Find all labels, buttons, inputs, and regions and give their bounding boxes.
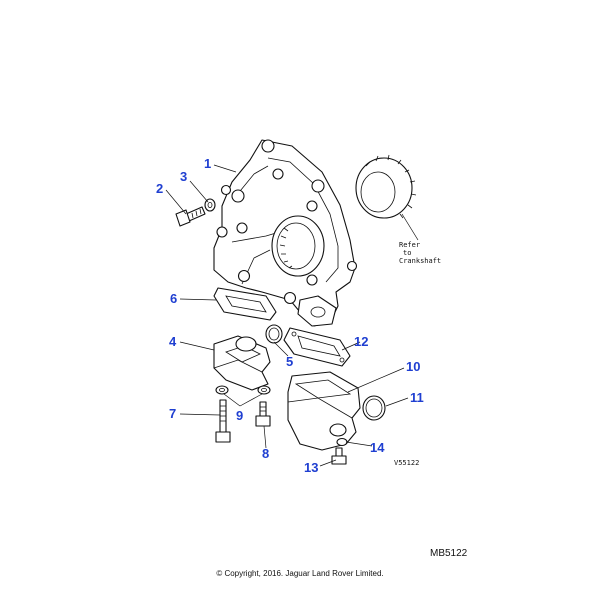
bolt-part-7 <box>215 399 231 443</box>
callout-14: 14 <box>370 440 385 455</box>
callout-12: 12 <box>354 334 368 349</box>
callout-3: 3 <box>180 169 187 184</box>
callout-6: 6 <box>170 291 177 306</box>
callout-2: 2 <box>156 181 163 196</box>
callout-1: 1 <box>204 156 211 171</box>
callout-5: 5 <box>286 354 293 369</box>
callout-4: 4 <box>169 334 177 349</box>
drawing-code: V55122 <box>394 459 419 467</box>
callout-8: 8 <box>262 446 269 461</box>
bolt-part-8 <box>255 401 271 427</box>
callout-10: 10 <box>406 359 420 374</box>
bolt-part-2 <box>175 206 206 227</box>
washer-part-3 <box>204 198 216 212</box>
gasket-part-12 <box>283 327 351 367</box>
o-ring-part-5 <box>265 324 283 344</box>
callout-11: 11 <box>410 390 424 405</box>
leader-lines <box>165 164 409 467</box>
crankshaft-gear <box>355 154 419 241</box>
bolt-part-13 <box>331 447 347 465</box>
pickup-housing-part-10 <box>287 371 361 451</box>
copyright-notice: © Copyright, 2016. Jaguar Land Rover Lim… <box>216 569 384 578</box>
crankshaft-note-line3: Crankshaft <box>399 257 441 265</box>
washers-part-9 <box>215 385 271 395</box>
gasket-part-6 <box>213 287 277 321</box>
washer-part-14 <box>336 437 348 447</box>
diagram-code: MB5122 <box>430 548 468 559</box>
crankshaft-note-line2: to <box>403 249 411 257</box>
oil-pump-housing <box>213 139 358 327</box>
adaptor-part-4 <box>213 335 271 391</box>
callout-7: 7 <box>169 406 176 421</box>
o-ring-part-11 <box>362 395 386 421</box>
crankshaft-note-line1: Refer <box>399 241 420 249</box>
callout-13: 13 <box>304 460 318 475</box>
callout-9: 9 <box>236 408 243 423</box>
